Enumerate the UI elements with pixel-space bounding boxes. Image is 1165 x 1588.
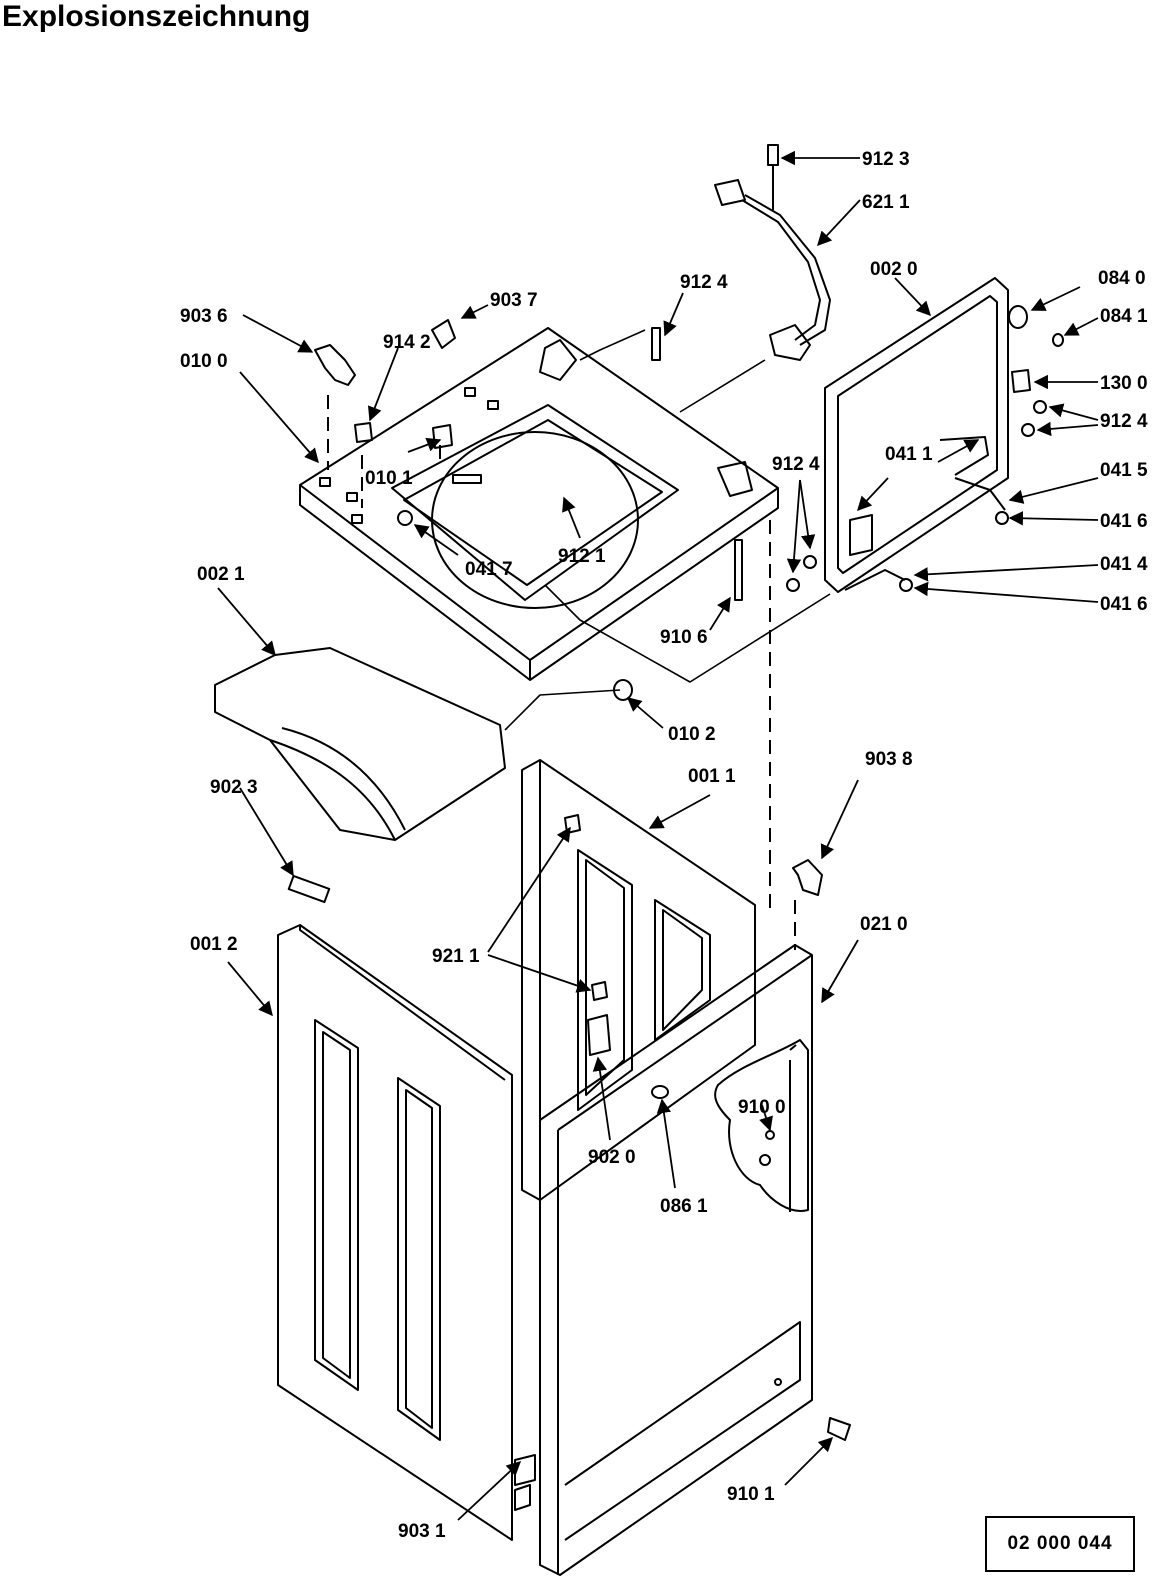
top-cover-part: [299, 327, 779, 681]
control-panel-frame-part: [824, 277, 1009, 593]
label-0840: 084 0: [1098, 268, 1146, 289]
label-0841: 084 1: [1100, 306, 1148, 327]
label-0411: 041 1: [885, 444, 933, 465]
label-0861: 086 1: [660, 1196, 708, 1217]
left-side-panel-part: [277, 874, 536, 1541]
label-0011: 001 1: [688, 766, 736, 787]
wiring-harness-part: [714, 144, 831, 361]
label-9038: 903 8: [865, 749, 913, 770]
label-9100: 910 0: [738, 1097, 786, 1118]
label-9031: 903 1: [398, 1521, 446, 1542]
label-9124-top: 912 4: [680, 272, 728, 293]
label-0415: 041 5: [1100, 460, 1148, 481]
label-9101: 910 1: [727, 1484, 775, 1505]
label-9124-mid: 912 4: [772, 454, 820, 475]
label-0101: 010 1: [365, 468, 413, 489]
part-labels: 912 3 621 1 002 0 084 0 084 1 130 0 912 …: [180, 149, 1148, 1542]
label-0020: 002 0: [870, 259, 918, 280]
label-0100: 010 0: [180, 351, 228, 372]
label-9211: 921 1: [432, 946, 480, 967]
label-9023: 902 3: [210, 777, 258, 798]
label-9142: 914 2: [383, 332, 431, 353]
label-0416-top: 041 6: [1100, 511, 1148, 532]
document-number-box: 02 000 044: [985, 1516, 1135, 1572]
label-0102: 010 2: [668, 724, 716, 745]
label-0414: 041 4: [1100, 554, 1148, 575]
back-panel-part: [521, 759, 756, 1201]
label-9036: 903 6: [180, 306, 228, 327]
page-title: Explosionszeichnung: [2, 0, 311, 33]
label-0417: 041 7: [465, 559, 513, 580]
label-9124-right: 912 4: [1100, 411, 1148, 432]
label-9106: 910 6: [660, 627, 708, 648]
label-0210: 021 0: [860, 914, 908, 935]
assembly-guide-line: [504, 329, 831, 731]
label-6211: 621 1: [862, 192, 910, 213]
leader-arrow: [217, 150, 1099, 1521]
label-0012: 001 2: [190, 934, 238, 955]
control-knob-part: [786, 305, 1064, 592]
label-9037: 903 7: [490, 290, 538, 311]
hinge-clip-part: [792, 859, 823, 896]
label-9121: 912 1: [558, 546, 606, 567]
label-0021: 002 1: [197, 564, 245, 585]
label-1300: 130 0: [1100, 373, 1148, 394]
document-number: 02 000 044: [1007, 1533, 1113, 1554]
label-9020: 902 0: [588, 1147, 636, 1168]
label-9123: 912 3: [862, 149, 910, 170]
rear-panel-part: [214, 647, 506, 841]
label-0416-bottom: 041 6: [1100, 594, 1148, 615]
